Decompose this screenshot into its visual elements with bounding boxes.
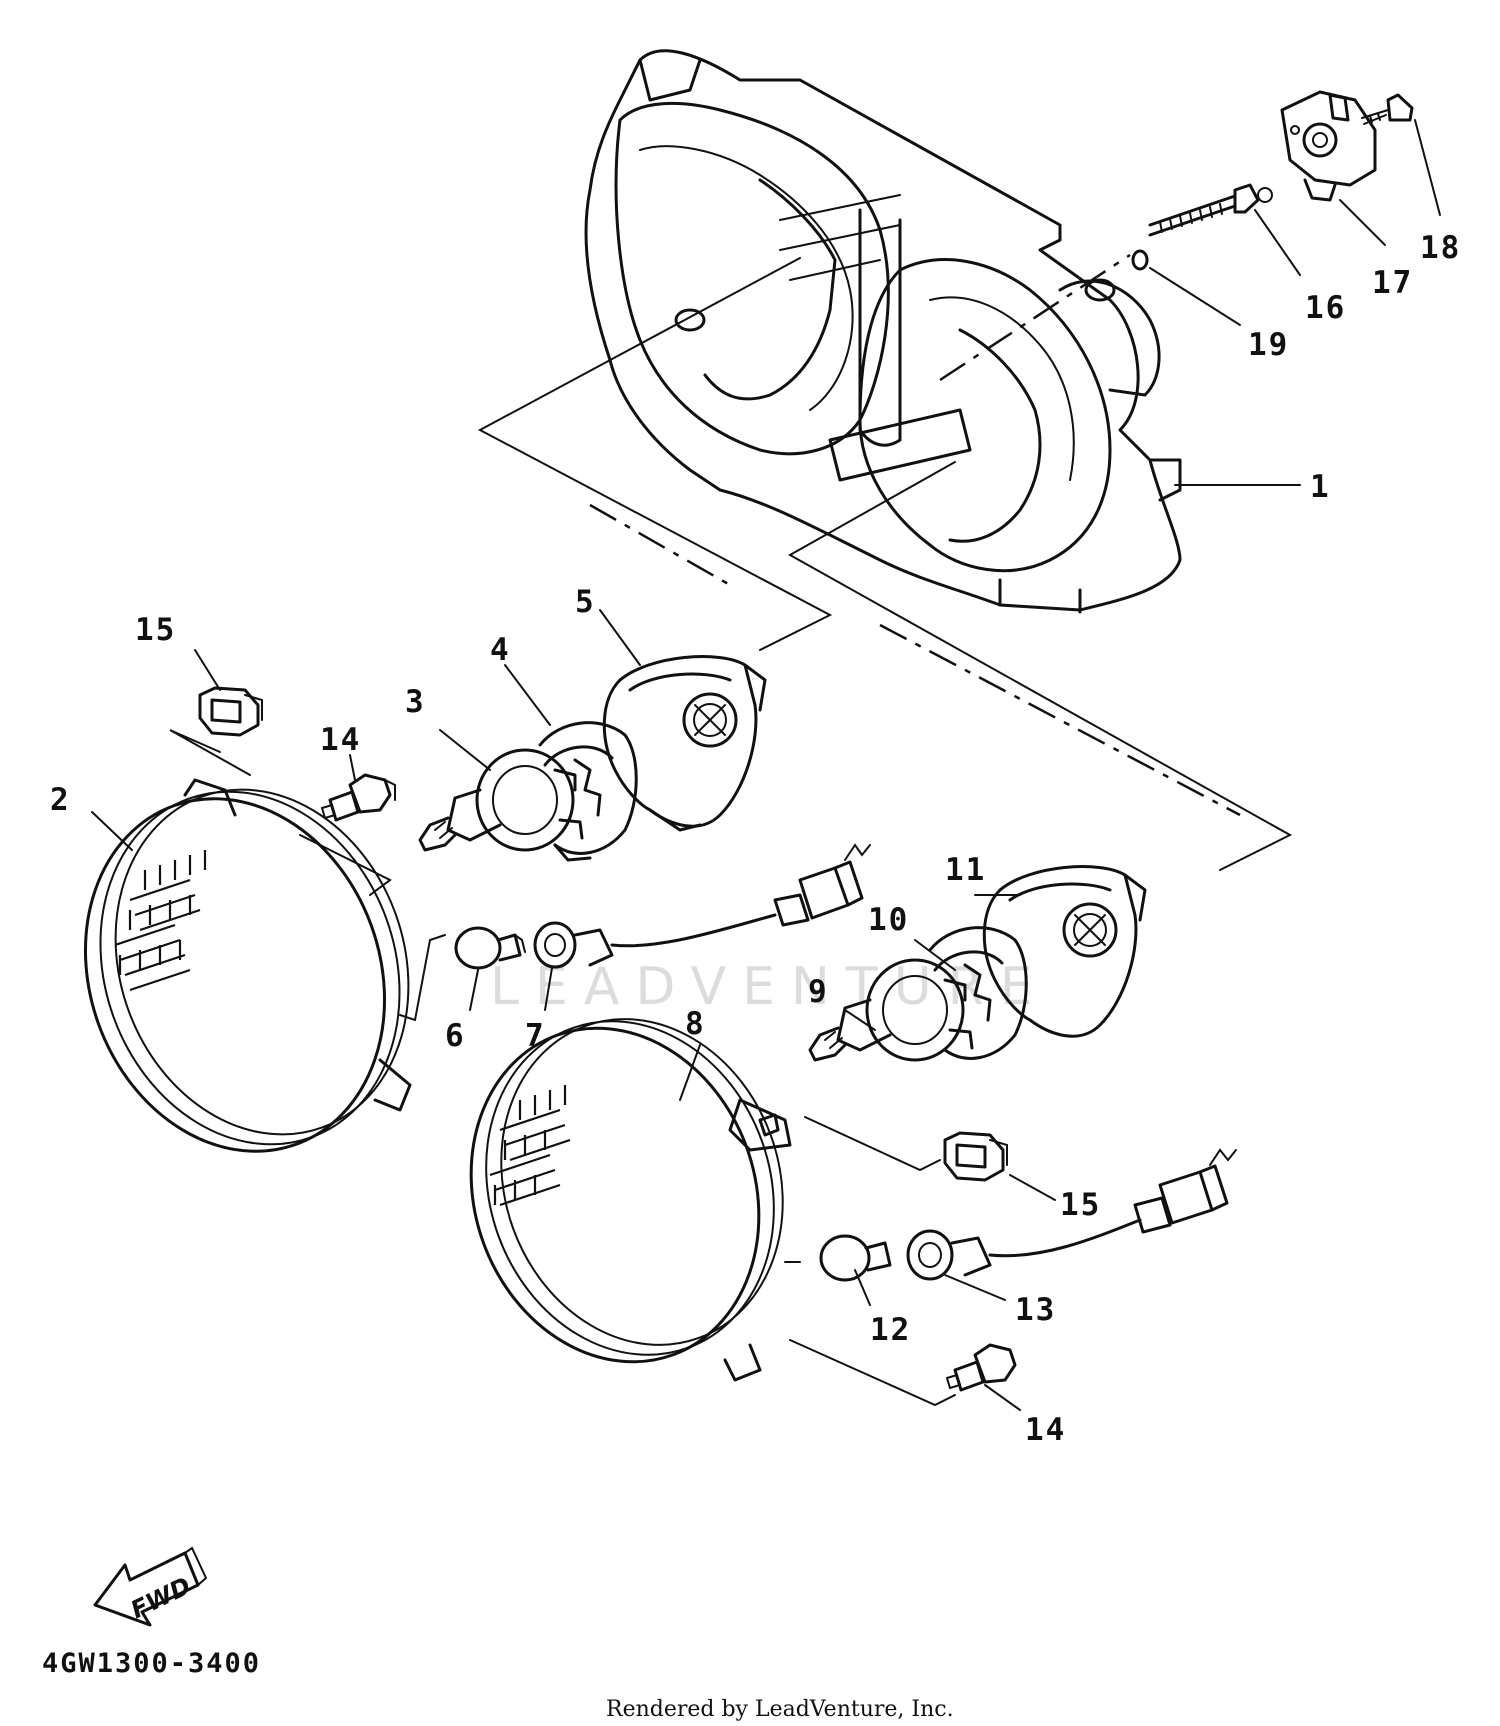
callout-7: 7	[525, 1018, 546, 1054]
bulb-retainer-4[interactable]	[538, 721, 638, 862]
callout-8: 8	[685, 1006, 706, 1042]
callout-4: 4	[490, 632, 511, 668]
callout-14-lower: 14	[1025, 1412, 1066, 1448]
callout-16: 16	[1305, 290, 1346, 326]
nut-19[interactable]	[1131, 249, 1149, 271]
bulb-14-upper[interactable]	[320, 773, 396, 822]
callout-11: 11	[945, 852, 986, 888]
callout-9: 9	[808, 974, 829, 1010]
halogen-bulb-3[interactable]	[418, 748, 584, 852]
diagram-code: 4GW1300-3400	[42, 1648, 261, 1679]
callout-15-upper: 15	[135, 612, 176, 648]
lens-pattern	[114, 850, 207, 992]
callout-6: 6	[445, 1018, 466, 1054]
forward-arrow-label: FWD	[126, 1572, 195, 1625]
socket-wire-13[interactable]	[906, 1148, 1237, 1281]
callout-17: 17	[1372, 265, 1413, 301]
callout-2: 2	[50, 782, 71, 818]
assembly-line	[399, 934, 446, 1022]
adjusting-screw-16[interactable]	[1148, 183, 1273, 237]
assembly-line	[169, 729, 251, 776]
callout-19: 19	[1248, 327, 1289, 363]
position-bulb-12[interactable]	[819, 1234, 892, 1282]
assembly-line	[299, 834, 392, 896]
callout-5: 5	[575, 584, 596, 620]
callout-10: 10	[868, 902, 909, 938]
callout-14-upper: 14	[320, 722, 361, 758]
adjuster-bracket[interactable]	[1280, 90, 1377, 202]
headlight-unit-8[interactable]	[425, 979, 827, 1402]
assembly-line	[787, 461, 1293, 871]
forward-arrow-icon: FWD	[93, 1546, 208, 1627]
bulb-holder-11[interactable]	[982, 865, 1147, 1038]
halogen-bulb-9[interactable]	[808, 958, 974, 1062]
bulb-holder-5[interactable]	[602, 655, 767, 832]
leader-lines	[91, 119, 1441, 1411]
assembly-line-dashed	[879, 623, 1241, 817]
render-credit: Rendered by LeadVenture, Inc.	[606, 1697, 954, 1722]
socket-wire-7[interactable]	[533, 843, 871, 969]
callout-1: 1	[1310, 469, 1331, 505]
assembly-line	[789, 1339, 956, 1407]
headlight-unit-2[interactable]	[37, 748, 455, 1194]
callout-15-lower: 15	[1060, 1187, 1101, 1223]
callout-3: 3	[405, 684, 426, 720]
socket-15-lower[interactable]	[943, 1131, 1008, 1182]
headlight-housing[interactable]	[584, 49, 1182, 614]
bulb-retainer-10[interactable]	[928, 926, 1028, 1060]
position-bulb-6[interactable]	[454, 926, 526, 970]
assembly-line	[804, 1116, 941, 1172]
callout-13: 13	[1015, 1292, 1056, 1328]
lens-pattern	[489, 1085, 571, 1207]
screw-18[interactable]	[1361, 93, 1414, 125]
socket-15-upper[interactable]	[198, 686, 263, 737]
assembly-line	[477, 257, 833, 651]
bulb-14-lower[interactable]	[945, 1343, 1017, 1392]
assembly-line-dashed	[589, 503, 731, 587]
callout-12: 12	[870, 1312, 911, 1348]
callout-18: 18	[1420, 230, 1461, 266]
assembly-line-dashed	[939, 253, 1131, 382]
